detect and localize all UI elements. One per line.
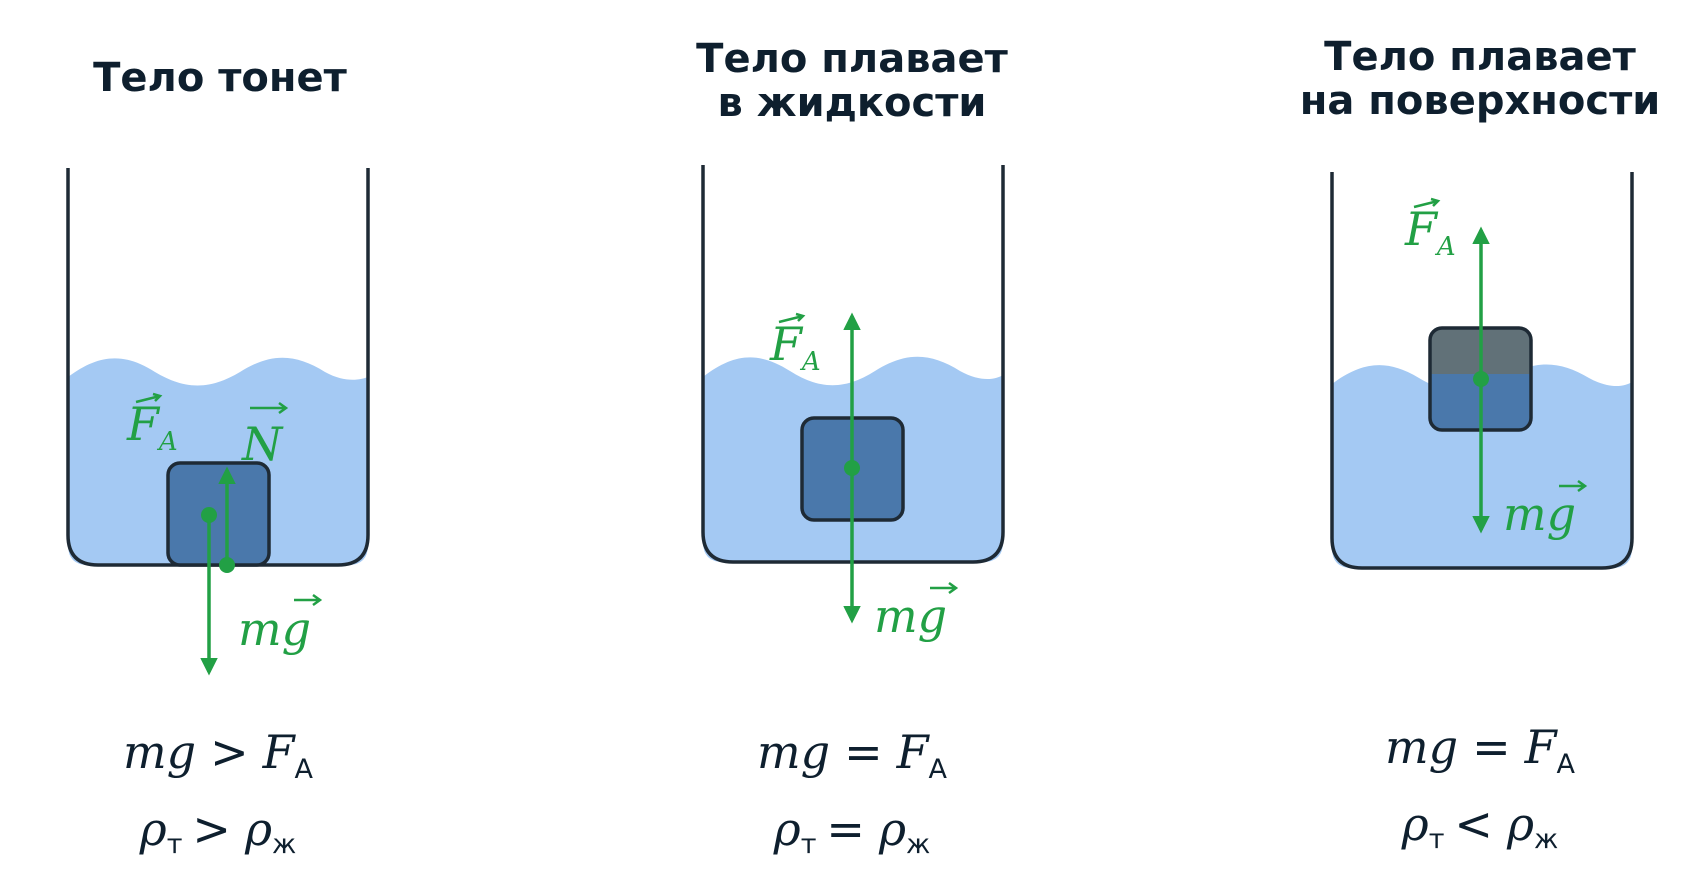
density-equation: ρт<ρж bbox=[1401, 797, 1559, 855]
application-point bbox=[201, 507, 217, 523]
vector-arrow-icon bbox=[250, 401, 289, 415]
panel-floating-surface: Тело плавает на поверхности FA mg mg=FA … bbox=[1300, 34, 1661, 855]
svg-text:mg: mg bbox=[874, 589, 947, 643]
panel-title: Тело плавает bbox=[1324, 34, 1636, 80]
label-buoyant-force: FA bbox=[1404, 197, 1456, 262]
vector-arrow-icon bbox=[135, 392, 163, 404]
svg-text:FA: FA bbox=[1404, 202, 1456, 262]
svg-text:N: N bbox=[241, 417, 284, 471]
label-buoyant-force: FA bbox=[769, 312, 821, 377]
body-block bbox=[166, 461, 271, 567]
panel-title: на поверхности bbox=[1300, 78, 1661, 124]
vector-arrow-icon bbox=[778, 312, 806, 324]
application-point bbox=[219, 557, 235, 573]
application-point bbox=[1473, 371, 1489, 387]
svg-text:mg: mg bbox=[1503, 487, 1576, 541]
label-gravity-force: mg bbox=[874, 581, 959, 643]
label-normal-force: N bbox=[241, 401, 289, 471]
force-equation: mg=FA bbox=[1385, 720, 1576, 780]
label-buoyant-force: FA bbox=[126, 392, 178, 457]
panel-floating-inside: Тело плавает в жидкости FA mg mg=FA ρт=ρ… bbox=[696, 36, 1008, 860]
svg-text:FA: FA bbox=[769, 317, 821, 377]
beaker bbox=[1330, 172, 1634, 570]
svg-text:FA: FA bbox=[126, 397, 178, 457]
density-equation: ρт>ρж bbox=[139, 802, 297, 860]
panel-title: Тело плавает bbox=[696, 36, 1008, 82]
vector-arrow-icon bbox=[1413, 197, 1441, 209]
vector-arrow-icon bbox=[1559, 479, 1588, 493]
force-equation: mg=FA bbox=[757, 725, 948, 785]
force-equation: mg>FA bbox=[123, 725, 314, 785]
panel-sinking: Тело тонет FA N mg mg>FA ρт>ρж bbox=[66, 55, 370, 860]
panel-title: в жидкости bbox=[718, 80, 987, 126]
vector-arrow-icon bbox=[294, 593, 323, 607]
panel-title: Тело тонет bbox=[93, 55, 348, 101]
label-gravity-force: mg bbox=[1503, 479, 1588, 541]
density-equation: ρт=ρж bbox=[773, 802, 931, 860]
vector-arrow-icon bbox=[930, 581, 959, 595]
application-point bbox=[844, 460, 860, 476]
svg-text:mg: mg bbox=[238, 602, 311, 656]
label-gravity-force: mg bbox=[238, 593, 323, 656]
